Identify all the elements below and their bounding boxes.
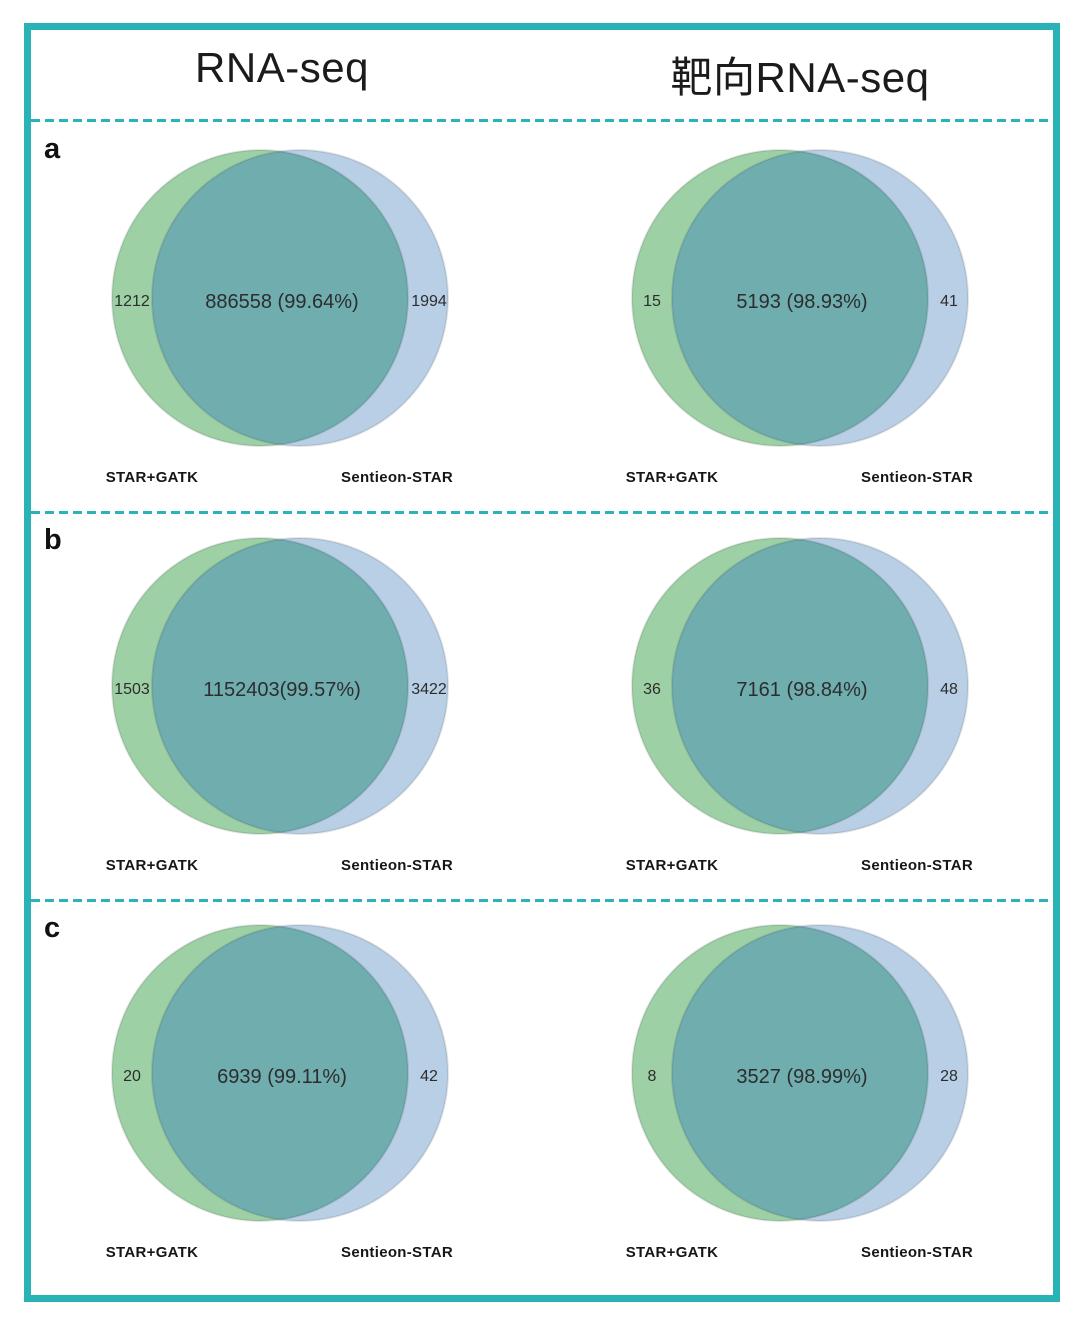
- venn-panel-b-rnaseq: 1503 1152403(99.57%) 3422 STAR+GATK Sent…: [60, 518, 540, 878]
- row-label-c: c: [44, 912, 61, 944]
- column-title-targeted-rna-seq: 靶向RNA-seq: [670, 54, 930, 101]
- left-only-count: 20: [123, 1068, 141, 1085]
- left-only-count: 1503: [114, 681, 150, 698]
- overlap-count: 3527 (98.99%): [736, 1066, 867, 1088]
- circle-edge: [151, 537, 449, 835]
- circle-edge: [111, 924, 409, 1222]
- venn-panel-a-rnaseq: 1212 886558 (99.64%) 1994 STAR+GATK Sent…: [60, 130, 540, 490]
- venn-panel-c-targeted: 8 3527 (98.99%) 28 STAR+GATK Sentieon-ST…: [580, 905, 1060, 1265]
- circle-edge: [671, 537, 969, 835]
- overlap-region: [152, 150, 408, 446]
- set-label-sentieon-star: Sentieon-STAR: [341, 1244, 453, 1261]
- set-label-star-gatk: STAR+GATK: [626, 1244, 719, 1261]
- right-only-count: 3422: [411, 681, 447, 698]
- dashed-separator-1: [31, 119, 1053, 122]
- row-label-a: a: [44, 133, 61, 165]
- left-only-count: 15: [643, 293, 661, 310]
- left-only-count: 1212: [114, 293, 150, 310]
- circle-edge: [111, 537, 409, 835]
- left-only-count: 8: [648, 1068, 657, 1085]
- dashed-separator-3: [31, 899, 1053, 902]
- venn-panel-b-targeted: 36 7161 (98.84%) 48 STAR+GATK Sentieon-S…: [580, 518, 1060, 878]
- set-label-sentieon-star: Sentieon-STAR: [861, 1244, 973, 1261]
- circle-edge: [151, 149, 449, 447]
- overlap-region: [152, 538, 408, 834]
- set-label-star-gatk: STAR+GATK: [106, 469, 199, 486]
- circle-edge: [631, 924, 929, 1222]
- circle-edge: [111, 149, 409, 447]
- set-label-star-gatk: STAR+GATK: [106, 1244, 199, 1261]
- dashed-separator-2: [31, 511, 1053, 514]
- circle-edge: [151, 924, 449, 1222]
- row-label-b: b: [44, 524, 62, 556]
- overlap-region: [672, 925, 928, 1221]
- right-only-count: 41: [940, 293, 958, 310]
- set-label-sentieon-star: Sentieon-STAR: [861, 469, 973, 486]
- circle-edge: [671, 924, 969, 1222]
- column-title-rna-seq: RNA-seq: [195, 44, 369, 91]
- overlap-count: 6939 (99.11%): [217, 1066, 347, 1088]
- circle-edge: [631, 149, 929, 447]
- circle-edge: [631, 537, 929, 835]
- venn-panel-c-rnaseq: 20 6939 (99.11%) 42 STAR+GATK Sentieon-S…: [60, 905, 540, 1265]
- right-only-count: 28: [940, 1068, 958, 1085]
- set-label-sentieon-star: Sentieon-STAR: [341, 469, 453, 486]
- overlap-region: [672, 538, 928, 834]
- left-only-count: 36: [643, 681, 661, 698]
- set-label-star-gatk: STAR+GATK: [106, 857, 199, 874]
- set-label-sentieon-star: Sentieon-STAR: [341, 857, 453, 874]
- right-only-count: 1994: [411, 293, 447, 310]
- set-label-star-gatk: STAR+GATK: [626, 857, 719, 874]
- overlap-count: 7161 (98.84%): [736, 679, 867, 701]
- overlap-region: [672, 150, 928, 446]
- circle-edge: [671, 149, 969, 447]
- overlap-count: 1152403(99.57%): [203, 679, 361, 701]
- overlap-region: [152, 925, 408, 1221]
- venn-panel-a-targeted: 15 5193 (98.93%) 41 STAR+GATK Sentieon-S…: [580, 130, 1060, 490]
- set-label-sentieon-star: Sentieon-STAR: [861, 857, 973, 874]
- overlap-count: 5193 (98.93%): [736, 291, 867, 313]
- right-only-count: 42: [420, 1068, 438, 1085]
- set-label-star-gatk: STAR+GATK: [626, 469, 719, 486]
- right-only-count: 48: [940, 681, 958, 698]
- overlap-count: 886558 (99.64%): [205, 291, 358, 313]
